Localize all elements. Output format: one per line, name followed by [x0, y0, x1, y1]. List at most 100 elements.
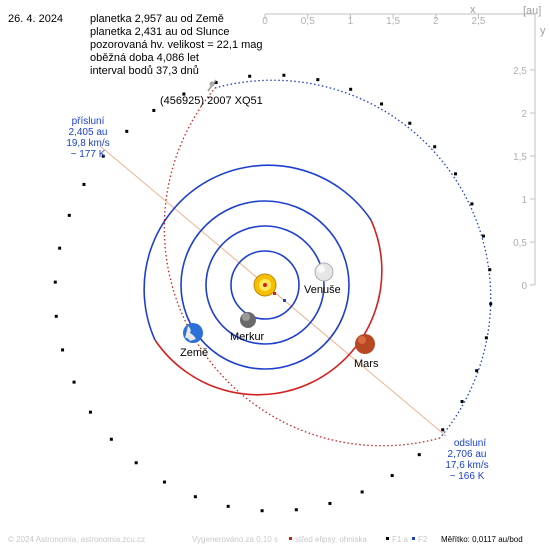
axis-y-label: y [540, 25, 546, 37]
position-dot [125, 129, 129, 133]
y-tick-label: 1 [521, 195, 527, 206]
sun-icon [253, 273, 277, 297]
position-dot [390, 474, 394, 478]
asteroid-position-dots [53, 73, 493, 513]
copyright-text: © 2024 Astronomia, astronomia.zcu.cz [8, 535, 145, 544]
y-tick-label: 2 [521, 109, 527, 120]
position-dot [248, 74, 252, 78]
info-block: planetka 2,957 au od Země planetka 2,431… [90, 13, 263, 77]
position-dot [193, 495, 197, 499]
f2-legend-text: F2 [418, 535, 428, 544]
position-dot [294, 508, 298, 512]
perihelion-title: přísluní [72, 116, 105, 127]
info-line: planetka 2,431 au od Slunce [90, 26, 229, 38]
earth-icon [183, 323, 203, 343]
footer: © 2024 Astronomia, astronomia.zcu.cz Vyg… [8, 535, 523, 544]
position-dot [72, 380, 76, 384]
position-dot [152, 108, 156, 112]
center-legend-marker [289, 537, 292, 540]
scale-text: Měřítko: 0,0117 au/bod [441, 535, 523, 544]
position-dot [182, 92, 186, 96]
x-tick-label: 1,5 [386, 16, 400, 27]
info-line: interval bodů 37,3 dnů [90, 65, 199, 77]
venus-orbit [205, 225, 325, 345]
date-label: 26. 4. 2024 [8, 13, 63, 25]
position-dot [481, 234, 485, 238]
position-dot [484, 336, 488, 340]
perihelion-distance: 2,405 au [69, 127, 108, 138]
perihelion-info: přísluní 2,405 au 19,8 km/s ~ 177 K [66, 116, 109, 160]
position-dot [162, 480, 166, 484]
mercury-label: Merkur [230, 331, 265, 343]
position-dot [454, 172, 458, 176]
y-tick-label: 2,5 [513, 66, 527, 77]
y-tick-label: 1,5 [513, 152, 527, 163]
position-dot [316, 78, 320, 82]
position-dot [134, 461, 138, 465]
center-legend-text: střed elipsy, ohniska [295, 535, 367, 544]
position-dot [349, 87, 353, 91]
mars-orbit-upper [143, 164, 372, 341]
x-tick-label: 2,5 [472, 16, 486, 27]
asteroid-icon [207, 79, 217, 92]
y-tick-label: 0,5 [513, 238, 527, 249]
position-dot [408, 121, 412, 125]
asteroid-orbit-near [163, 87, 441, 447]
position-dot [441, 428, 445, 432]
x-tick-label: 0,5 [301, 16, 315, 27]
mercury-icon [240, 312, 256, 328]
earth-label: Země [180, 347, 208, 359]
position-dot [61, 348, 65, 352]
focus-f2-marker [283, 299, 286, 302]
info-line: oběžná doba 4,086 let [90, 52, 199, 64]
aphelion-speed: 17,6 km/s [445, 460, 488, 471]
position-dot [360, 490, 364, 494]
position-dot [101, 154, 105, 158]
ellipse-center-marker [273, 292, 276, 295]
asteroid-orbit-far [214, 79, 492, 439]
asteroid-name: (456925) 2007 XQ51 [160, 95, 263, 107]
position-dot [433, 145, 437, 149]
aphelion-distance: 2,706 au [448, 449, 487, 460]
earth-orbit [180, 200, 350, 370]
position-dot [260, 509, 264, 513]
position-dot [489, 302, 493, 306]
perihelion-temperature: ~ 177 K [71, 149, 106, 160]
venus-label: Venuše [304, 284, 341, 296]
position-dot [475, 369, 479, 373]
f2-legend-marker [412, 537, 415, 540]
position-dot [82, 182, 86, 186]
info-line: planetka 2,957 au od Země [90, 13, 224, 25]
mercury-orbit [230, 250, 300, 320]
mars-label: Mars [354, 358, 379, 370]
f1-legend-marker [386, 537, 389, 540]
position-dot [470, 202, 474, 206]
position-dot [109, 437, 113, 441]
y-tick-label: 0 [521, 281, 527, 292]
aphelion-title: odsluní [454, 438, 486, 449]
venus-icon [314, 262, 334, 282]
aphelion-info: odsluní 2,706 au 17,6 km/s ~ 166 K [445, 438, 488, 482]
generated-text: Vygenerováno za 0,10 s [192, 535, 278, 544]
position-dot [67, 213, 71, 217]
position-dot [417, 453, 421, 457]
mars-orbit-lower [154, 219, 383, 396]
mars-icon [355, 334, 375, 354]
aphelion-temperature: ~ 166 K [450, 471, 485, 482]
position-dot [226, 504, 230, 508]
x-tick-label: 0 [262, 16, 268, 27]
f1-legend-text: F1 a [392, 535, 409, 544]
axis-unit-label: [au] [523, 5, 541, 17]
perihelion-speed: 19,8 km/s [66, 138, 109, 149]
position-dot [460, 400, 464, 404]
x-tick-label: 2 [433, 16, 439, 27]
x-tick-label: 1 [348, 16, 354, 27]
position-dot [282, 73, 286, 77]
info-line: pozorovaná hv. velikost = 22,1 mag [90, 39, 263, 51]
position-dot [488, 268, 492, 272]
position-dot [53, 280, 57, 284]
position-dot [214, 81, 218, 85]
